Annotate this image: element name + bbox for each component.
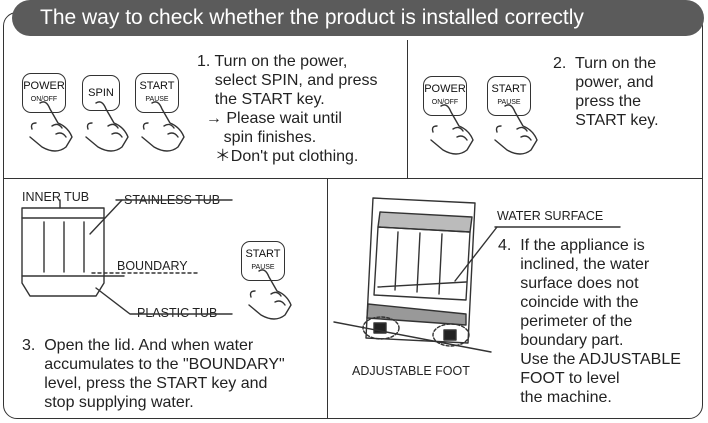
step4-instructions: 4. If the appliance is inclined, the wat…: [498, 237, 681, 406]
pressing-hand-icon: [430, 104, 474, 155]
divider: [407, 40, 408, 178]
water-surface-label: WATER SURFACE: [497, 209, 604, 223]
adjustable-foot-label: ADJUSTABLE FOOT: [352, 364, 470, 378]
divider: [327, 178, 328, 418]
step1-instructions: 1. Turn on the power, select SPIN, and p…: [197, 53, 378, 165]
step2-instructions: 2. Turn on the power, and press the STAR…: [553, 55, 659, 129]
tub-diagram: [21, 199, 233, 315]
page-title: The way to check whether the product is …: [12, 0, 704, 36]
boundary-label: BOUNDARY: [117, 259, 188, 273]
plastic-tub-label: PLASTIC TUB: [137, 306, 218, 320]
inner-tub-label: INNER TUB: [22, 190, 90, 204]
pressing-hand-icon: [29, 101, 73, 152]
step3-instructions: 3. Open the lid. And when water accumula…: [22, 337, 285, 411]
pressing-hand-icon: [494, 104, 538, 155]
divider: [4, 178, 702, 179]
pressing-hand-icon: [85, 101, 129, 152]
pressing-hand-icon: [141, 101, 185, 152]
inclined-machine-diagram: [333, 197, 621, 353]
spin-key: SPIN: [82, 75, 120, 111]
pressing-hand-icon: [248, 269, 292, 320]
